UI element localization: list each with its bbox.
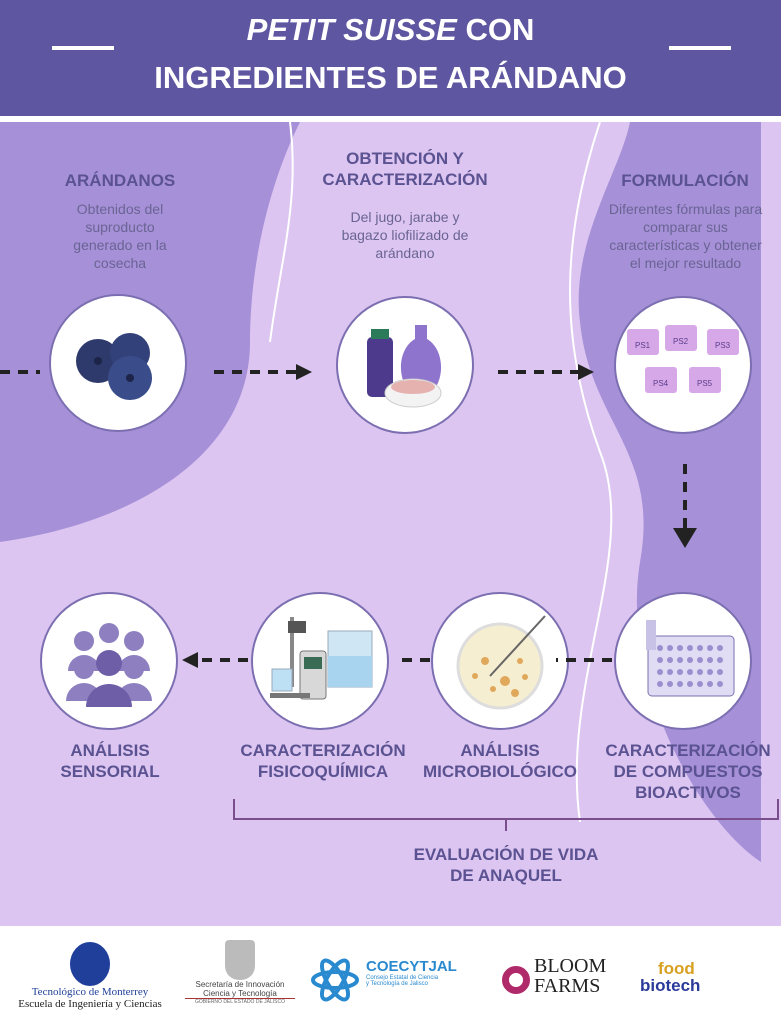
- logo-text: COECYTJAL: [366, 958, 457, 975]
- header: PETIT SUISSE CON INGREDIENTES DE ARÁNDAN…: [0, 0, 781, 116]
- shelf-life-label: EVALUACIÓN DE VIDA DE ANAQUEL: [413, 845, 599, 885]
- flow-arrows: [0, 364, 697, 668]
- divider: [52, 46, 114, 50]
- yogurt-cups-icon: PS1 PS2 PS3 PS4 PS5: [614, 296, 752, 434]
- step-title-fisicoquimica: CARACTERIZACIÓN FISICOQUÍMICA: [240, 741, 406, 781]
- people-group-icon: [40, 592, 178, 730]
- divider: [669, 46, 731, 50]
- step-title-microbiologico: ANÁLISIS MICROBIOLÓGICO: [423, 741, 577, 781]
- step-title-arandanos: ARÁNDANOS: [64, 171, 176, 190]
- food-biotech-logo: food biotech: [640, 960, 770, 995]
- tec-monterrey-logo: Tecnológico de Monterrey Escuela de Inge…: [10, 942, 170, 1010]
- title-italic: PETIT SUISSE: [246, 12, 457, 47]
- bloom-farms-logo: BLOOM FARMS: [500, 956, 625, 996]
- title-rest: CON: [456, 12, 535, 47]
- cup-label: PS5: [697, 379, 713, 388]
- logo-text: biotech: [640, 976, 701, 995]
- blueberries-icon: [49, 294, 187, 432]
- logo-text: Secretaría de Innovación: [195, 980, 285, 989]
- logo-text: Tecnológico de Monterrey: [31, 986, 149, 998]
- logo-text: GOBIERNO DEL ESTADO DE JALISCO: [194, 999, 286, 1005]
- page-title-line2: INGREDIENTES DE ARÁNDANO: [154, 60, 627, 95]
- petri-dish-icon: [431, 592, 569, 730]
- microplate-icon: [614, 592, 752, 730]
- logo-text: FARMS: [534, 975, 601, 997]
- logo-text: y Tecnología de Jalisco: [366, 981, 428, 987]
- cup-label: PS3: [715, 341, 731, 350]
- coecytjal-logo: COECYTJAL Consejo Estatal de Ciencia y T…: [310, 958, 480, 1002]
- step-title-bioactivos: CARACTERIZACIÓN DE COMPUESTOS BIOACTIVOS: [605, 741, 771, 802]
- lab-equipment-icon: [251, 592, 389, 730]
- logo-text: Escuela de Ingeniería y Ciencias: [18, 998, 162, 1010]
- cup-label: PS4: [653, 379, 669, 388]
- logo-text: Consejo Estatal de Ciencia: [366, 975, 439, 981]
- step-title-sensorial: ANÁLISIS SENSORIAL: [60, 741, 160, 781]
- step-title-obtencion: OBTENCIÓN Y CARACTERIZACIÓN: [322, 149, 488, 189]
- page-title: PETIT SUISSE CON: [0, 12, 781, 48]
- step-desc-obtencion: Del jugo, jarabe y bagazo liofilizado de…: [341, 209, 469, 261]
- step-desc-formulacion: Diferentes fórmulas para comparar sus ca…: [608, 201, 763, 271]
- cup-label: PS2: [673, 337, 689, 346]
- logo-text: BLOOM: [534, 955, 607, 977]
- footer-logos: Tecnológico de Monterrey Escuela de Inge…: [0, 928, 781, 1024]
- step-desc-arandanos: Obtenidos del suproducto generado en la …: [73, 201, 167, 271]
- cup-label: PS1: [635, 341, 651, 350]
- step-title-formulacion: FORMULACIÓN: [621, 171, 749, 190]
- process-diagram: ARÁNDANOS Obtenidos del suproducto gener…: [0, 122, 781, 926]
- logo-text: food: [658, 959, 695, 978]
- juice-syrup-bowl-icon: [336, 296, 474, 434]
- logo-text: Ciencia y Tecnología: [185, 989, 295, 999]
- sicyt-logo: Secretaría de Innovación Ciencia y Tecno…: [185, 940, 295, 1005]
- shelf-life-bracket: [233, 799, 779, 831]
